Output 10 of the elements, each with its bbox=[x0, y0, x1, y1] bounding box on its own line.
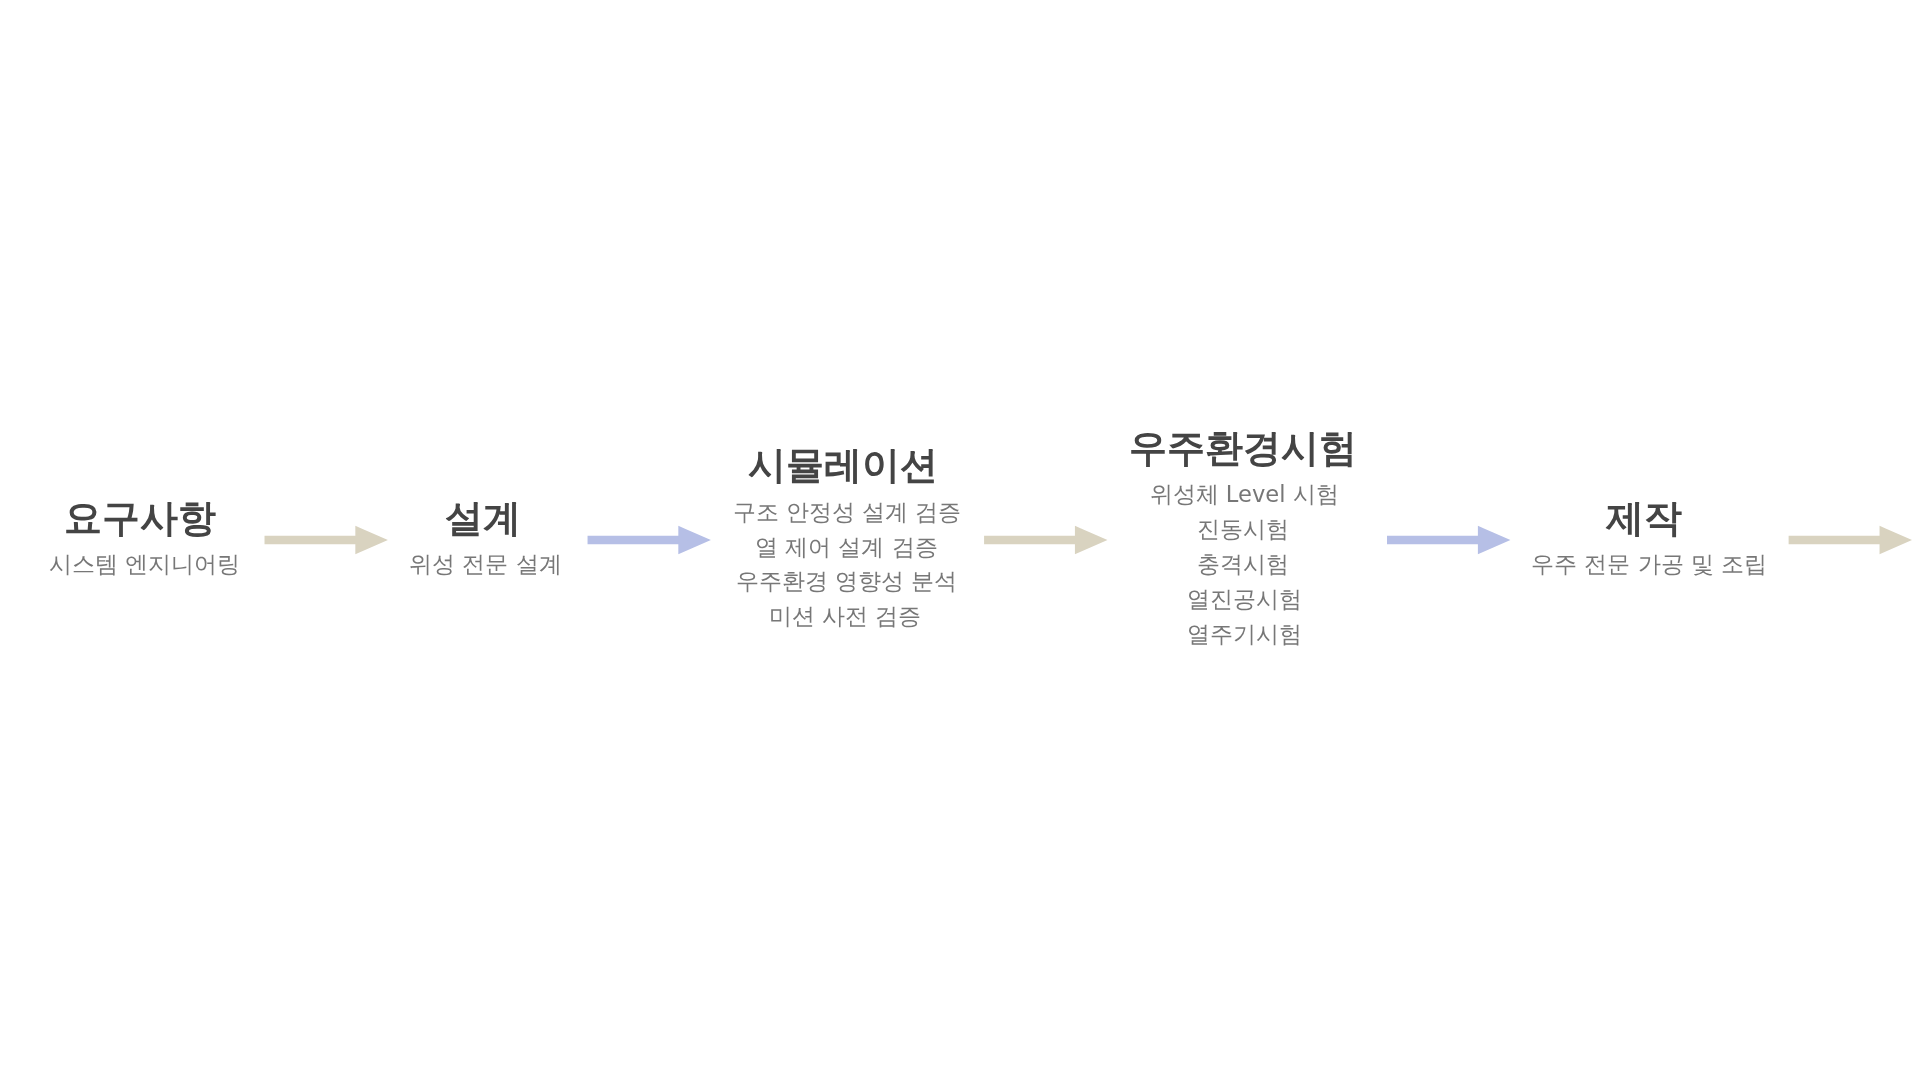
node-text: 제작 우주 전문 가공 및 조립 bbox=[1531, 495, 1767, 577]
arrow bbox=[264, 525, 388, 555]
arrow bbox=[1788, 525, 1912, 555]
node-text: 설계 위성 전문 설계 bbox=[409, 495, 562, 577]
node-text: 우주환경시험 위성체 Level 시험 진동시험 충격시험 열진공시험 열주기시험 bbox=[1128, 426, 1357, 647]
arrow bbox=[1387, 525, 1511, 555]
node-text: 요구사항 시스템 엔지니어링 bbox=[48, 495, 240, 577]
arrow bbox=[984, 525, 1108, 555]
arrow bbox=[587, 525, 711, 555]
node-text: 시뮬레이션 구조 안정성 설계 검증 열 제어 설계 검증 우주환경 영향성 분석 미션 사전 검증 bbox=[732, 443, 962, 630]
